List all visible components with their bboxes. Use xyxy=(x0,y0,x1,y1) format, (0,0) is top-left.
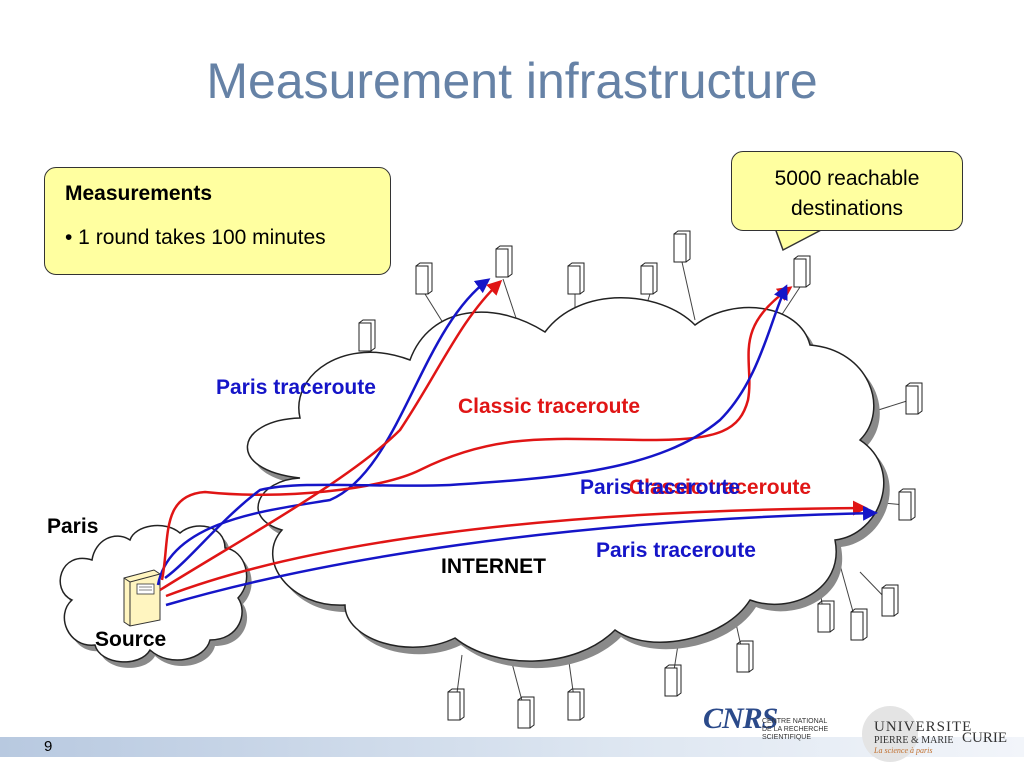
cnrs-line2: DE LA RECHERCHE xyxy=(762,726,829,733)
source-label: Source xyxy=(95,628,167,651)
server-icon xyxy=(640,262,658,295)
classic-traceroute-path xyxy=(159,279,503,592)
classic-traceroute-label: Classic traceroute xyxy=(458,395,641,418)
upmc-logo-line1: UNIVERSITE xyxy=(874,719,973,735)
cnrs-line3: SCIENTIFIQUE xyxy=(762,734,812,741)
cnrs-logo-text: CENTRE NATIONAL DE LA RECHERCHE SCIENTIF… xyxy=(762,718,828,742)
destinations-callout-tail xyxy=(774,227,826,252)
measurements-bullet: • 1 round takes 100 minutes xyxy=(65,226,326,249)
slide-title: Measurement infrastructure xyxy=(206,53,818,109)
classic-traceroute-path xyxy=(160,286,793,581)
server-icon xyxy=(898,488,916,521)
classic-traceroute-label: Classic traceroute xyxy=(629,476,812,499)
classic-traceroute-path xyxy=(165,500,868,598)
paris-traceroute-label: Paris traceroute xyxy=(580,476,740,499)
upmc-logo-emblem xyxy=(862,706,918,762)
server-icon xyxy=(850,608,868,641)
server-icon xyxy=(817,600,835,633)
server-icon xyxy=(736,640,754,673)
destinations-callout: 5000 reachable destinations xyxy=(731,151,963,231)
paris-traceroute-label: Paris traceroute xyxy=(596,539,756,562)
internet-label: INTERNET xyxy=(441,555,546,578)
server-icon xyxy=(673,230,691,263)
traceroute-paths xyxy=(156,278,878,607)
server-icon xyxy=(664,664,682,697)
server-icon xyxy=(495,245,513,278)
server-icon xyxy=(567,688,585,721)
measurements-callout: Measurements • 1 round takes 100 minutes xyxy=(44,167,391,275)
paris-traceroute-label: Paris traceroute xyxy=(216,376,376,399)
cnrs-line1: CENTRE NATIONAL xyxy=(762,718,828,725)
server-icon xyxy=(567,262,585,295)
server-icon xyxy=(881,584,899,617)
server-icon xyxy=(447,688,465,721)
measurements-heading: Measurements xyxy=(65,182,213,205)
destinations-line1: 5000 reachable xyxy=(774,167,920,190)
server-icon xyxy=(358,319,376,352)
cnrs-logo: CNRS xyxy=(703,702,778,735)
destinations-line2: destinations xyxy=(790,197,904,220)
upmc-logo-line3: CURIE xyxy=(962,730,1007,746)
server-icon xyxy=(517,696,535,729)
paris-traceroute-path xyxy=(165,505,878,607)
destination-servers xyxy=(358,230,923,729)
paris-label: Paris xyxy=(47,515,99,538)
footer-bar xyxy=(0,737,1024,757)
upmc-logo-line2: PIERRE & MARIE xyxy=(874,735,954,746)
server-icon xyxy=(415,262,433,295)
server-icon xyxy=(793,255,811,288)
paris-traceroute-path xyxy=(156,278,491,586)
server-icon xyxy=(905,382,923,415)
upmc-logo-tagline: La science à paris xyxy=(874,746,933,755)
internet-cloud xyxy=(246,297,890,669)
source-server-icon xyxy=(123,569,161,627)
paris-traceroute-path xyxy=(164,284,788,580)
page-number: 9 xyxy=(44,738,53,755)
